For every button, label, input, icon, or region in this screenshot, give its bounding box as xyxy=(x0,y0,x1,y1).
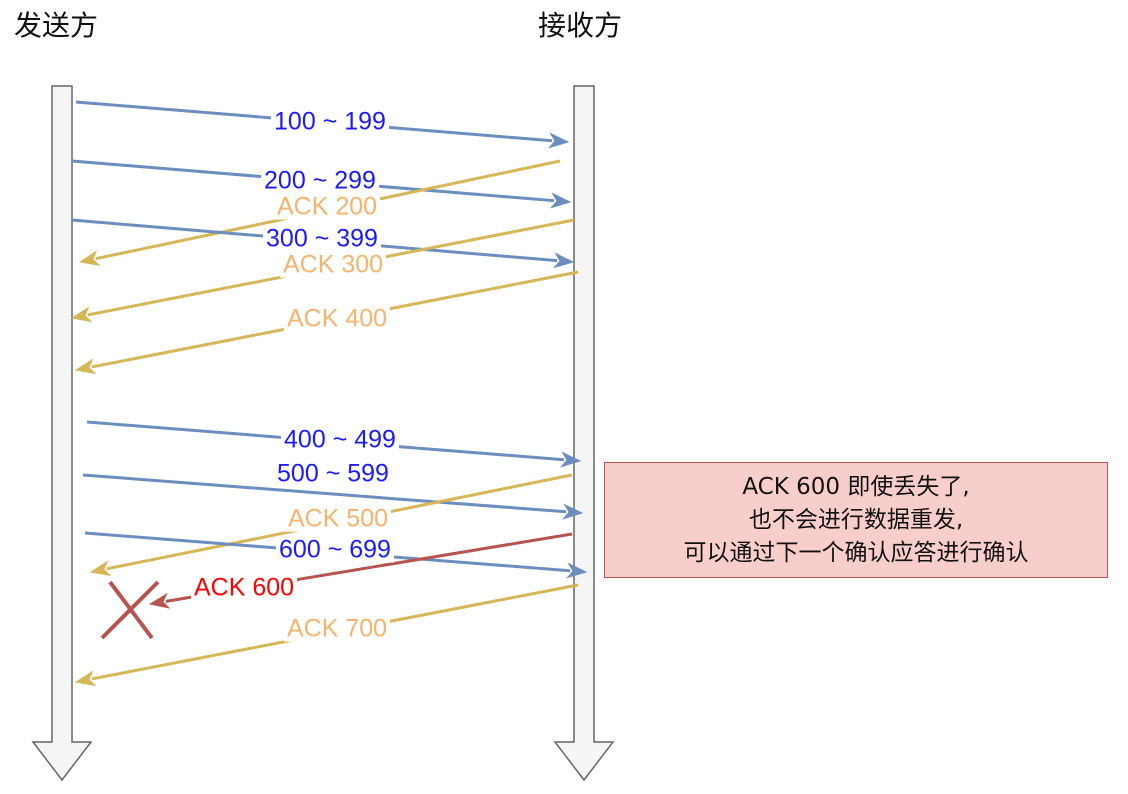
note-line-3: 可以通过下一个确认应答进行确认 xyxy=(683,539,1029,566)
message-label-bg-9 xyxy=(284,505,392,532)
message-label-bg-8 xyxy=(274,460,392,487)
message-label-bg-2 xyxy=(261,167,379,194)
receiver-title: 接收方 xyxy=(538,9,623,42)
loss-cross-stroke-2 xyxy=(108,580,154,640)
timelines xyxy=(31,85,615,782)
message-label-bg-4 xyxy=(263,225,381,252)
sender-timeline xyxy=(31,85,93,782)
message-label-11: ACK 600 xyxy=(194,574,294,602)
message-label-4: 300 ~ 399 xyxy=(266,225,378,253)
message-label-bg-11 xyxy=(190,574,298,601)
message-arrowhead-9 xyxy=(89,560,112,577)
note-line-2: 也不会进行数据重发, xyxy=(748,506,964,533)
message-arrowhead-7 xyxy=(560,451,582,468)
message-arrowhead-4 xyxy=(553,252,575,269)
message-label-2: 200 ~ 299 xyxy=(264,167,376,195)
message-label-5: ACK 300 xyxy=(283,251,383,279)
message-label-10: 600 ~ 699 xyxy=(279,536,391,564)
message-arrowhead-10 xyxy=(566,562,588,579)
message-label-3: ACK 200 xyxy=(277,193,377,221)
message-arrowhead-1 xyxy=(548,132,570,149)
message-arrowhead-2 xyxy=(550,192,572,209)
message-arrow-8 xyxy=(82,473,567,514)
receiver-timeline xyxy=(553,85,615,782)
message-arrowhead-6 xyxy=(74,358,97,375)
message-label-9: ACK 500 xyxy=(288,505,388,533)
message-label-7: 400 ~ 499 xyxy=(284,426,396,454)
message-label-bg-1 xyxy=(271,108,389,135)
message-label-bg-5 xyxy=(279,251,387,278)
message-arrowhead-5 xyxy=(70,306,93,323)
loss-mark xyxy=(100,580,160,640)
annotation-note: ACK 600 即使丢失了, 也不会进行数据重发, 可以通过下一个确认应答进行确… xyxy=(604,462,1108,578)
message-arrowhead-11 xyxy=(148,592,171,609)
sender-title: 发送方 xyxy=(14,9,99,42)
message-label-6: ACK 400 xyxy=(287,305,387,333)
message-label-bg-7 xyxy=(281,426,399,453)
note-line-1: ACK 600 即使丢失了, xyxy=(742,473,970,500)
message-arrowhead-8 xyxy=(562,503,584,520)
message-label-bg-12 xyxy=(283,615,391,642)
message-label-8: 500 ~ 599 xyxy=(277,460,389,488)
message-label-12: ACK 700 xyxy=(287,615,387,643)
message-label-bg-3 xyxy=(273,193,381,220)
message-arrowhead-12 xyxy=(74,670,97,687)
message-label-bg-10 xyxy=(276,536,394,563)
message-arrowhead-3 xyxy=(78,250,101,266)
message-label-bg-6 xyxy=(283,305,391,332)
message-label-1: 100 ~ 199 xyxy=(274,108,386,136)
